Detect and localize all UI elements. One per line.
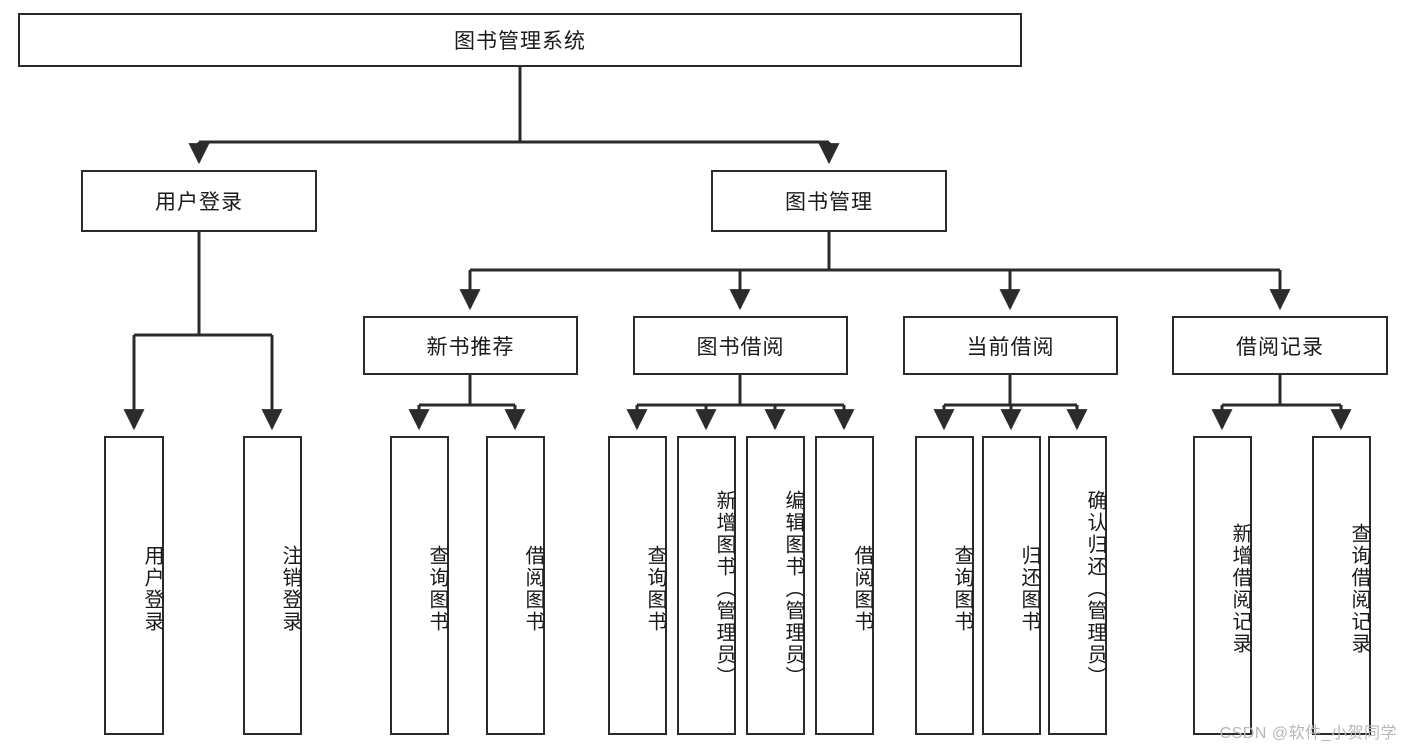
node-root[interactable]: 图书管理系统 xyxy=(18,13,1022,67)
node-book-borrow[interactable]: 图书借阅 xyxy=(633,316,848,375)
leaf-confirm-return-admin[interactable]: 确认归还（管理员） xyxy=(1048,436,1107,735)
leaf-user-login[interactable]: 用户登录 xyxy=(104,436,164,735)
watermark: CSDN @软件_小贺同学 xyxy=(1219,725,1397,742)
leaf-edit-book-admin[interactable]: 编辑图书（管理员） xyxy=(746,436,805,735)
leaf-query-book-current[interactable]: 查询图书 xyxy=(915,436,974,735)
leaf-query-book-borrow[interactable]: 查询图书 xyxy=(608,436,667,735)
leaf-query-borrow-record[interactable]: 查询借阅记录 xyxy=(1312,436,1371,735)
leaf-add-borrow-record[interactable]: 新增借阅记录 xyxy=(1193,436,1252,735)
node-book-management[interactable]: 图书管理 xyxy=(711,170,947,232)
leaf-borrow-book[interactable]: 借阅图书 xyxy=(815,436,874,735)
leaf-logout[interactable]: 注销登录 xyxy=(243,436,302,735)
leaf-query-book-recommend[interactable]: 查询图书 xyxy=(390,436,449,735)
leaf-return-book[interactable]: 归还图书 xyxy=(982,436,1041,735)
leaf-add-book-admin[interactable]: 新增图书（管理员） xyxy=(677,436,736,735)
node-borrow-record[interactable]: 借阅记录 xyxy=(1172,316,1388,375)
node-current-borrow[interactable]: 当前借阅 xyxy=(903,316,1118,375)
node-new-book-recommend[interactable]: 新书推荐 xyxy=(363,316,578,375)
leaf-borrow-book-recommend[interactable]: 借阅图书 xyxy=(486,436,545,735)
node-user-login[interactable]: 用户登录 xyxy=(81,170,317,232)
